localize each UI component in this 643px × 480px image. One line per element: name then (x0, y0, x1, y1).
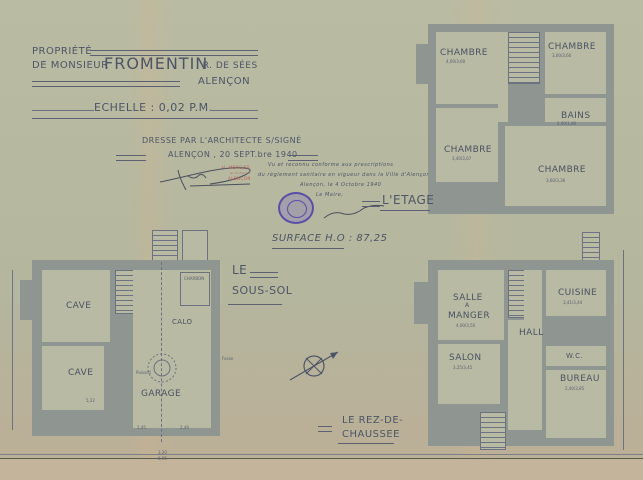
label-fosse: Fosse (222, 356, 234, 361)
label-cave: CAVE (66, 301, 92, 311)
title-rule (32, 81, 180, 87)
etage-room-chambre-4 (505, 126, 606, 206)
label-charbon: CHARBON (184, 276, 205, 281)
dimension-line-right (623, 250, 624, 450)
municipal-seal (278, 192, 314, 224)
label-manger: MANGER (448, 311, 490, 321)
etage-staircase (508, 32, 540, 84)
label-garage: GARAGE (141, 389, 182, 399)
etage-room-chambre-2 (545, 32, 606, 94)
label-salon: SALON (449, 353, 482, 363)
drawn-by: DRESSE PAR L'ARCHITECTE S/SIGNÉ (142, 136, 302, 145)
seal-emblem (287, 200, 307, 218)
rdc-title-line1: LE REZ-DE- (342, 415, 404, 426)
scale-text: ECHELLE : 0,02 P.M. (94, 101, 213, 114)
basement-bay (20, 280, 36, 320)
puisard-icon (147, 353, 177, 383)
label-a: A (465, 302, 470, 309)
title-line1: PROPRIÉTÉ (32, 46, 93, 57)
north-compass-icon (289, 351, 339, 381)
mayor-signature (323, 204, 385, 219)
label-salle: SALLE (453, 293, 483, 303)
room-wc (546, 346, 606, 366)
room-charbon (180, 272, 210, 306)
place-date: ALENÇON , 20 SEPT.bre 1940 (168, 150, 298, 159)
dimension-baseline (0, 454, 643, 455)
room-cave-2 (42, 346, 104, 410)
label-puisard: Puisard (136, 370, 151, 375)
label-calo: CALO (172, 318, 193, 326)
basement-exterior-stair (152, 230, 178, 262)
label-chambre: CHAMBRE (444, 145, 492, 155)
rdc-title-underline (338, 443, 394, 444)
scale-rule-right (210, 110, 258, 111)
paper-margin (0, 459, 643, 480)
surface-underline (272, 248, 344, 249)
label-wc: W.C. (566, 352, 584, 360)
room-salle-a-manger (438, 270, 504, 340)
etage-title: L'ETAGE (382, 193, 435, 207)
title-line2: DE MONSIEUR (32, 60, 109, 71)
etage-landing (498, 32, 508, 122)
etage-room-chambre-3 (436, 108, 498, 182)
room-salon (438, 344, 500, 404)
etage-bay-window (416, 44, 430, 84)
sous-sol-title-rule (250, 272, 278, 278)
architect-signature (159, 167, 251, 191)
label-cuisine: CUISINE (558, 288, 598, 298)
axis-line (161, 262, 163, 442)
sous-sol-title-line2: SOUS-SOL (232, 284, 293, 297)
city-name: ALENÇON (198, 76, 251, 87)
date-rule-right (288, 155, 318, 161)
rdc-title-rule (318, 426, 332, 432)
label-chambre: CHAMBRE (548, 42, 596, 52)
room-hall (524, 270, 542, 430)
sheet-edge-line (0, 458, 643, 459)
label-cave: CAVE (68, 368, 94, 378)
label-bains: BAINS (561, 111, 591, 121)
basement-exterior-entry (182, 230, 208, 262)
etage-title-underline (380, 210, 430, 211)
label-chambre: CHAMBRE (440, 48, 488, 58)
basement-staircase (115, 270, 135, 314)
surface-area: SURFACE H.O : 87,25 (272, 233, 388, 244)
owner-name: FROMENTIN (104, 54, 209, 73)
street-name: , R. DE SÉES (196, 61, 258, 71)
etage-room-bains (545, 98, 606, 122)
title-rule (90, 50, 258, 56)
etage-title-rule (362, 201, 380, 207)
hall-lower (508, 320, 524, 430)
label-hall: HALL (519, 328, 544, 338)
room-cave-1 (42, 270, 110, 342)
label-chambre: CHAMBRE (538, 165, 586, 175)
sous-sol-title-underline (228, 304, 282, 305)
rdc-title-line2: CHAUSSEE (342, 429, 400, 440)
label-bureau: BUREAU (560, 374, 600, 384)
dimension-line-left (12, 270, 13, 430)
entrance-steps (480, 412, 506, 450)
etage-room-chambre-1 (436, 32, 498, 104)
room-cuisine (546, 270, 606, 316)
scale-rule-left (32, 110, 94, 111)
room-bureau (546, 370, 606, 438)
date-rule-left (116, 155, 146, 161)
ground-bay-window (414, 282, 430, 324)
scale-underline (32, 118, 258, 119)
sous-sol-title-line1: LE (232, 263, 248, 277)
